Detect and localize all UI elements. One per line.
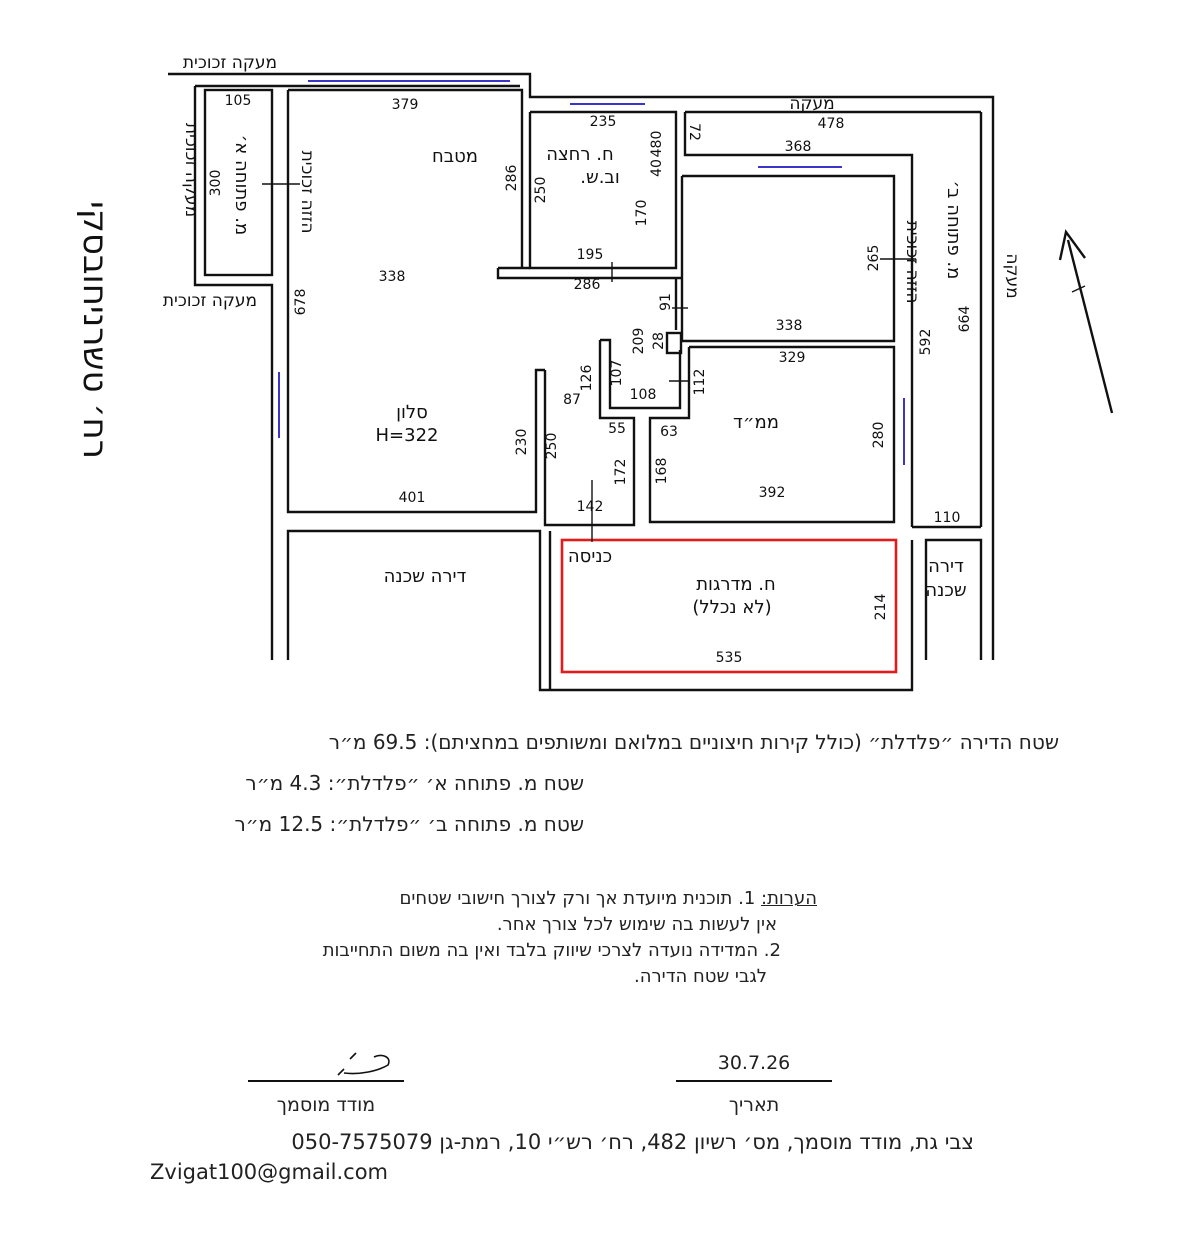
apartment-area: שטח הדירה ״פלדלת״ (כולל קירות חיצוניים ב… [328, 730, 1059, 754]
room-bathroom-2: וב.ש. [580, 167, 620, 188]
dim-108: 108 [630, 387, 657, 403]
dimension-labels-vertical: 480 40 72 300 286 250 170 265 678 664 91… [208, 123, 973, 620]
dimension-labels: 105 379 235 478 368 338 195 286 338 329 … [225, 93, 961, 666]
dim-105: 105 [225, 93, 252, 109]
dim-55: 55 [608, 421, 626, 437]
room-stairwell-2: (לא נכלל) [692, 597, 771, 618]
date-line [676, 1080, 832, 1082]
surveyor-signature-line [248, 1080, 404, 1082]
vertical-labels: מעקה זכוכית מ. פתוחה א׳ הזזה זכוכית הזזה… [75, 123, 1022, 459]
dim-195: 195 [577, 247, 604, 263]
dim-280: 280 [871, 422, 887, 449]
street-name: רח׳ טשרניחובסקי [75, 201, 115, 459]
note-line-1: 1. תוכנית מיועדת אך ורק לצורך חישובי שטח… [399, 888, 756, 909]
dim-110: 110 [934, 510, 961, 526]
dim-664: 664 [957, 306, 973, 333]
date-value: 30.7.26 [717, 1052, 791, 1074]
surveyor-contact: צבי גת, מודד מוסמך, מס׳ רשיון 482, רח׳ ר… [291, 1130, 974, 1154]
dim-392: 392 [759, 485, 786, 501]
dim-265: 265 [866, 245, 882, 272]
surveyor-email: Zvigat100@gmail.com [150, 1160, 389, 1184]
label-entrance: כניסה [568, 546, 612, 567]
dim-379: 379 [392, 97, 419, 113]
neighbor-apartment-right-2: שכנה [925, 580, 966, 601]
dim-170: 170 [634, 200, 650, 227]
room-bathroom-1: ח. רחצה [546, 144, 614, 165]
label-glass-slide-right: הזזה זכוכית [902, 221, 922, 304]
room-balcony-b: מ. פתוחה ב׳ [943, 181, 964, 280]
dim-250-corridor: 250 [544, 433, 560, 460]
room-stairwell-1: ח. מדרגות [696, 574, 776, 595]
dim-87: 87 [563, 392, 581, 408]
dim-478: 478 [818, 116, 845, 132]
balcony-a-area: שטח מ. פתוחה א׳ ״פלדלת״: 4.3 מ״ר [245, 771, 584, 795]
dim-72: 72 [686, 123, 702, 141]
dim-300: 300 [208, 170, 224, 197]
dim-338-living: 338 [379, 269, 406, 285]
dim-107: 107 [609, 360, 625, 387]
notes-block: הערות: 1. תוכנית מיועדת אך ורק לצורך חיש… [323, 886, 817, 990]
room-safe-room: ממ״ד [733, 412, 779, 433]
neighbor-apartment-left: דירה שכנה [384, 566, 467, 587]
dim-112: 112 [692, 369, 708, 396]
label-glass-slide-left: הזזה זכוכית [297, 151, 317, 234]
dim-368: 368 [785, 139, 812, 155]
dim-172: 172 [613, 459, 629, 486]
dim-235: 235 [590, 114, 617, 130]
dim-250-bath: 250 [533, 177, 549, 204]
label-glass-railing-left: מעקה זכוכית [163, 291, 257, 311]
dim-142: 142 [577, 499, 604, 515]
dim-592: 592 [918, 329, 934, 356]
room-kitchen: מטבח [432, 146, 478, 167]
dim-28: 28 [651, 332, 667, 350]
dim-678: 678 [293, 289, 309, 316]
dim-209: 209 [631, 328, 647, 355]
dim-40: 40 [649, 159, 665, 177]
walls [168, 72, 995, 692]
label-railing-right: מעקה [1002, 253, 1022, 298]
north-arrow-icon [1058, 229, 1114, 414]
date-label: תאריך [728, 1094, 780, 1116]
neighbor-apartment-right-1: דירה [928, 556, 964, 577]
note-line-3: 2. המדידה נועדה לצרכי שיווק בלבד ואין בה… [322, 940, 781, 961]
signature-image [337, 1052, 390, 1076]
balcony-b-area: שטח מ. פתוחה ב׳ ״פלדלת״: 12.5 מ״ר [234, 812, 585, 836]
label-glass-railing-top: מעקה זכוכית [183, 53, 277, 73]
dim-329: 329 [779, 350, 806, 366]
dim-230: 230 [514, 429, 530, 456]
dim-63: 63 [660, 424, 678, 440]
dim-214: 214 [873, 594, 889, 621]
surveyor-label: מודד מוסמך [276, 1094, 376, 1116]
room-living: סלון [396, 402, 428, 423]
note-line-4: לגבי שטח הדירה. [634, 966, 767, 987]
dim-91: 91 [658, 293, 674, 311]
dim-286-hall: 286 [574, 277, 601, 293]
dim-168: 168 [654, 458, 670, 485]
room-living-height: H=322 [376, 425, 439, 446]
note-line-2: אין לעשות בה שימוש לכל צורך אחר. [496, 914, 777, 935]
label-glass-railing-vertical: מעקה זכוכית [181, 123, 201, 217]
dim-126: 126 [579, 365, 595, 392]
notes-heading: הערות: [761, 888, 817, 909]
dim-286-kitchen: 286 [504, 165, 520, 192]
label-railing-top: מעקה [789, 94, 834, 114]
tick-marks [262, 183, 916, 542]
dim-401: 401 [399, 490, 426, 506]
dim-338-room: 338 [776, 318, 803, 334]
dim-480: 480 [649, 131, 665, 158]
window-markers [278, 80, 905, 465]
room-balcony-a: מ. פתוחה א׳ [231, 135, 252, 235]
plan-labels: מעקה זכוכית מעקה זכוכית מעקה מטבח ח. רחצ… [163, 53, 967, 618]
dim-535: 535 [716, 650, 743, 666]
